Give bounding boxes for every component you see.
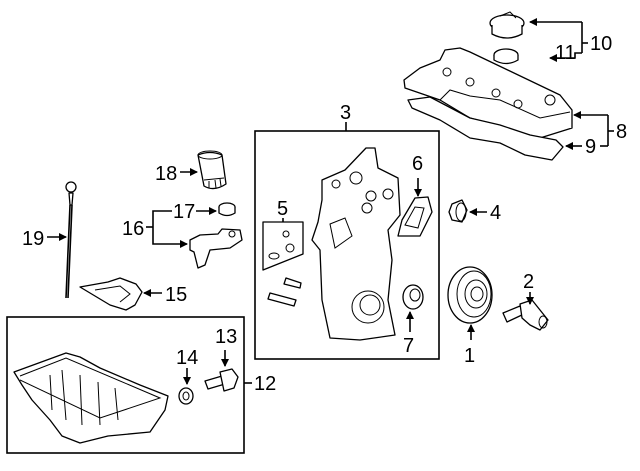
callout-11: 11	[549, 42, 583, 64]
svg-text:11: 11	[555, 42, 576, 64]
svg-text:16: 16	[122, 218, 144, 240]
sensor-16[interactable]	[189, 228, 243, 269]
callout-8: 8	[573, 111, 627, 146]
callout-6: 6	[412, 153, 423, 197]
svg-text:8: 8	[616, 121, 627, 143]
svg-text:2: 2	[523, 271, 534, 293]
callout-14: 14	[176, 347, 198, 385]
callout-2: 2	[523, 271, 534, 305]
svg-text:12: 12	[254, 373, 276, 395]
filler-cap-seal[interactable]	[493, 48, 519, 65]
callout-18: 18	[155, 163, 198, 185]
oil-baffle-15[interactable]	[79, 277, 143, 311]
svg-text:7: 7	[403, 335, 414, 357]
oil-filler-cap[interactable]	[489, 11, 525, 39]
cap-plug-4[interactable]	[448, 199, 468, 223]
svg-text:14: 14	[176, 347, 198, 369]
svg-text:18: 18	[155, 163, 177, 185]
timing-cover-group-box	[254, 130, 440, 360]
pcv-valve-2[interactable]	[502, 299, 549, 331]
crankshaft-pulley-1[interactable]	[447, 266, 493, 324]
svg-text:4: 4	[490, 202, 501, 224]
callout-7: 7	[403, 311, 414, 357]
callout-1: 1	[464, 324, 475, 367]
callout-10: 10	[529, 18, 612, 55]
svg-text:17: 17	[173, 201, 195, 223]
valve-cover-gasket[interactable]	[407, 96, 564, 161]
callout-9: 9	[565, 136, 608, 158]
timing-cover[interactable]	[311, 147, 401, 341]
gasket-kit-5[interactable]	[262, 221, 304, 307]
svg-text:13: 13	[215, 326, 237, 348]
oil-filter-18[interactable]	[197, 150, 227, 190]
front-seal-7[interactable]	[402, 284, 424, 310]
drain-washer-14[interactable]	[178, 387, 194, 405]
svg-text:19: 19	[22, 228, 44, 250]
svg-text:10: 10	[590, 33, 612, 55]
oil-pan-12[interactable]	[13, 352, 169, 444]
svg-text:5: 5	[277, 198, 288, 220]
valve-cover[interactable]	[403, 47, 573, 139]
callout-15: 15	[143, 284, 187, 306]
callout-19: 19	[22, 228, 67, 250]
svg-text:9: 9	[585, 136, 596, 158]
oil-pan-group-box	[6, 316, 245, 454]
svg-text:3: 3	[340, 102, 351, 124]
dipstick-19[interactable]	[65, 181, 77, 299]
drain-plug-13[interactable]	[204, 368, 239, 392]
callout-5: 5	[277, 198, 288, 222]
callout-3: 3	[340, 102, 351, 131]
cover-gasket-6[interactable]	[397, 196, 433, 237]
callout-4: 4	[469, 202, 501, 224]
svg-text:1: 1	[464, 345, 475, 367]
callout-12: 12	[244, 373, 276, 395]
svg-text:6: 6	[412, 153, 423, 175]
callout-16: 16	[122, 218, 153, 240]
grommet-17[interactable]	[218, 202, 236, 217]
callout-13: 13	[215, 326, 237, 367]
svg-text:15: 15	[165, 284, 187, 306]
